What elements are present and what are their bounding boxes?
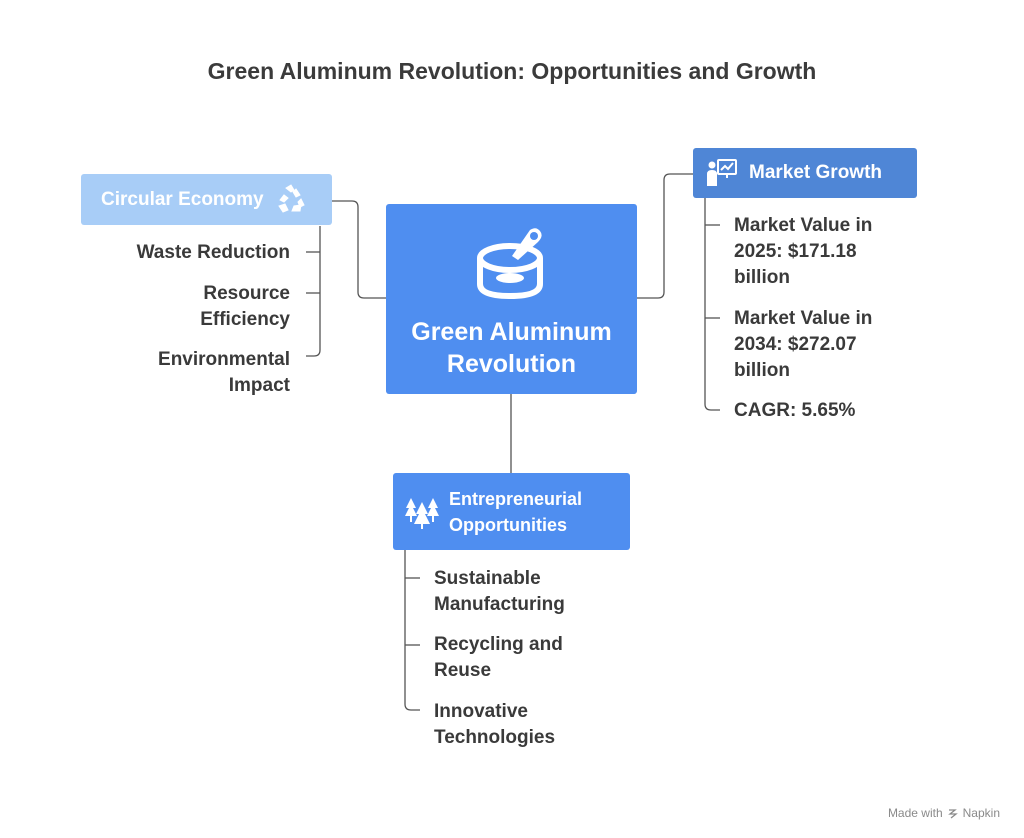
- aluminum-can-icon: [472, 224, 552, 302]
- market-growth-box: Market Growth: [693, 148, 917, 198]
- entre-item-sustainable-manufacturing: Sustainable Manufacturing: [434, 568, 565, 615]
- central-node-box: Green Aluminum Revolution: [386, 204, 637, 394]
- entrepreneurial-opportunities-label: Entrepreneurial Opportunities: [449, 488, 583, 535]
- bracket-entre-items: [404, 550, 420, 711]
- circular-economy-box: Circular Economy: [81, 174, 332, 225]
- entre-item-innovative-technologies: Innovative Technologies: [434, 701, 556, 748]
- bracket-circular-items: [306, 226, 321, 357]
- entrepreneurial-opportunities-box: Entrepreneurial Opportunities: [393, 473, 630, 550]
- circular-item-environmental-impact: Environmental Impact: [158, 349, 290, 396]
- footer-brand: Napkin: [962, 806, 1000, 820]
- footer-watermark: Made with Napkin: [888, 806, 1000, 820]
- circular-item-resource-efficiency: Resource Efficiency: [200, 283, 290, 330]
- footer-made-with: Made with: [887, 806, 943, 820]
- central-node-label: Green Aluminum Revolution: [411, 318, 612, 378]
- connector-circular-center: [332, 200, 386, 299]
- trees-icon: [405, 494, 439, 530]
- market-growth-label: Market Growth: [749, 162, 883, 183]
- napkin-logo-icon: [947, 808, 958, 819]
- market-item-value-2034: Market Value in 2034: $272.07 billion: [734, 308, 873, 381]
- circular-economy-label: Circular Economy: [101, 188, 264, 210]
- entre-item-recycling-reuse: Recycling and Reuse: [434, 634, 563, 681]
- market-item-value-2025: Market Value in 2025: $171.18 billion: [734, 215, 873, 288]
- connector-market-center: [637, 173, 693, 299]
- bracket-market-items: [704, 198, 720, 411]
- market-item-cagr: CAGR: 5.65%: [734, 400, 856, 421]
- recycle-icon: [276, 183, 306, 216]
- presentation-chart-icon: [705, 156, 739, 190]
- circular-item-waste-reduction: Waste Reduction: [136, 242, 290, 263]
- diagram-title: Green Aluminum Revolution: Opportunities…: [207, 58, 817, 84]
